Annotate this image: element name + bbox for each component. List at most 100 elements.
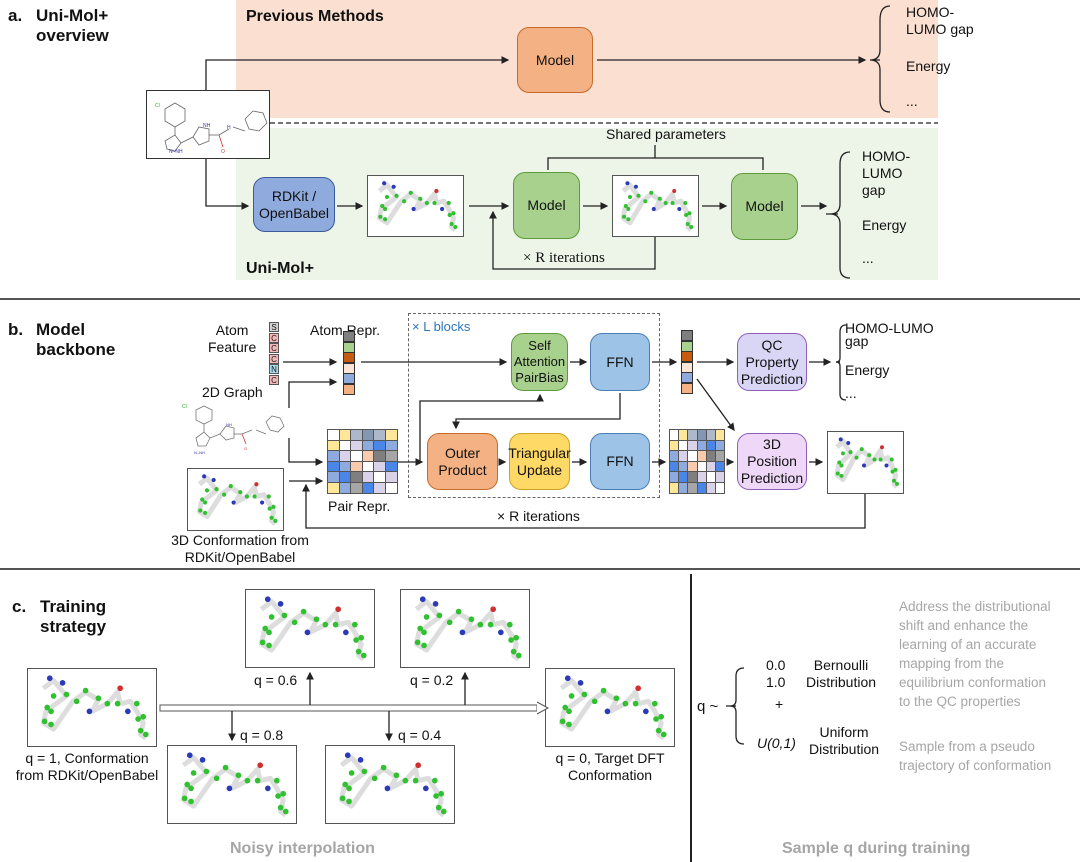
atom-sphere: [280, 790, 287, 797]
atom-sphere: [862, 463, 866, 468]
atom-sphere: [623, 204, 628, 208]
previous-methods-title: Previous Methods: [246, 8, 384, 25]
rdkit-openbabel-box: RDKit /OpenBabel: [253, 177, 335, 232]
atom-sphere: [636, 193, 641, 198]
atom-sphere: [439, 206, 445, 212]
3d-conformation-label: 3D Conformation from RDKit/OpenBabel: [171, 532, 309, 565]
predicted-conformation-image: [827, 431, 904, 494]
molecule-3d-drawing: [180, 752, 289, 818]
atom-sphere: [677, 207, 682, 211]
atom-sphere: [322, 621, 329, 628]
atom-sphere: [417, 625, 424, 632]
bernoulli-description: Address the distributional shift and enh…: [899, 599, 1051, 709]
2d-graph-image: Cl N–NH NH O: [180, 400, 292, 458]
iterations-label-b: × R iterations: [497, 508, 580, 524]
atom-sphere: [424, 200, 430, 206]
atom-sphere: [50, 693, 57, 699]
conformation-q0-image: [545, 668, 675, 747]
atom-sphere: [355, 648, 362, 655]
atom-sphere: [211, 477, 216, 483]
atom-sphere: [142, 731, 149, 738]
panel-c-label: c.Training strategy: [12, 597, 107, 636]
noisy-interpolation-title: Noisy interpolation: [230, 840, 375, 857]
atom-sphere: [44, 704, 51, 711]
atom-sphere: [684, 213, 689, 217]
atom-repr-cell: [681, 340, 693, 352]
atom-sphere: [254, 482, 259, 487]
atom-sphere: [581, 691, 588, 698]
atom-sphere: [468, 616, 475, 623]
atom-sphere: [446, 200, 451, 206]
svg-text:N–NH: N–NH: [194, 450, 205, 455]
atom-sphere: [568, 693, 575, 699]
atom-sphere: [628, 195, 632, 199]
atom-sphere: [497, 629, 504, 636]
atom-repr-vector: [343, 331, 355, 395]
atom-sphere: [626, 207, 631, 211]
atom-sphere: [438, 790, 445, 797]
interpolation-bar: [159, 704, 538, 712]
pair-repr-cell: [715, 482, 726, 494]
atom-sphere: [633, 184, 638, 189]
atom-repr-cell: [343, 384, 355, 395]
atom-sphere: [600, 687, 607, 694]
atom-repr-cell: [681, 383, 693, 394]
atom-sphere: [577, 680, 584, 686]
molecule-3d-drawing: [196, 474, 278, 526]
atom-sphere: [238, 490, 243, 495]
atom-sphere: [622, 214, 627, 219]
pair-repr-matrix: [327, 429, 398, 494]
atom-sphere: [135, 716, 141, 722]
atom-sphere: [221, 492, 227, 497]
atom-sphere: [670, 201, 675, 205]
q02-label: q = 0.2: [410, 672, 454, 688]
atom-sphere: [282, 808, 289, 815]
atom-sphere: [837, 460, 842, 465]
atom-sphere: [339, 795, 346, 802]
atom-sphere: [360, 652, 367, 659]
svg-text:N–NH: N–NH: [169, 149, 183, 155]
panel-a-label: a.Uni-Mol+ overview: [8, 6, 109, 45]
atom-sphere: [342, 629, 349, 636]
atom-sphere: [275, 793, 281, 799]
atom-sphere: [304, 629, 311, 636]
atom-sphere: [273, 518, 278, 523]
graph-2d-drawing: Cl N–NH NH O: [182, 404, 285, 455]
atom-sphere: [59, 680, 66, 686]
atom-sphere: [421, 629, 427, 636]
atom-repr-label: Atom Repr.: [310, 322, 381, 338]
atom-sphere: [342, 781, 349, 788]
atom-sphere: [394, 193, 399, 198]
atom-sphere: [214, 487, 219, 492]
atom-sphere: [235, 772, 242, 779]
atom-feature-cell: C: [269, 353, 279, 364]
atom-sphere: [487, 621, 494, 628]
atom-sphere: [277, 601, 284, 607]
atom-sphere: [642, 708, 649, 715]
atom-sphere: [86, 708, 93, 715]
atom-sphere: [344, 752, 351, 759]
atom-sphere: [351, 621, 358, 628]
atom-sphere: [872, 457, 877, 462]
atom-sphere: [384, 194, 390, 200]
ffn-top-box: FFN: [590, 333, 650, 391]
atom-sphere: [277, 804, 284, 811]
atom-sphere: [371, 775, 378, 782]
atom-feature-cell: N: [269, 364, 279, 374]
atom-sphere: [562, 704, 569, 711]
atom-sphere: [447, 212, 452, 218]
atom-sphere: [186, 752, 193, 759]
atom-sphere: [202, 500, 208, 505]
atom-repr-cell: [343, 331, 355, 342]
atom-sphere: [895, 481, 899, 486]
atom-sphere: [357, 757, 364, 763]
q1-label: q = 1, Conformation from RDKit/OpenBabel: [15, 750, 159, 783]
conformation-q1-image: [27, 668, 157, 747]
atom-sphere: [346, 785, 352, 792]
atom-sphere: [63, 691, 70, 698]
atom-sphere: [559, 718, 566, 725]
atom-sphere: [566, 721, 572, 728]
atom-sphere: [660, 731, 667, 738]
